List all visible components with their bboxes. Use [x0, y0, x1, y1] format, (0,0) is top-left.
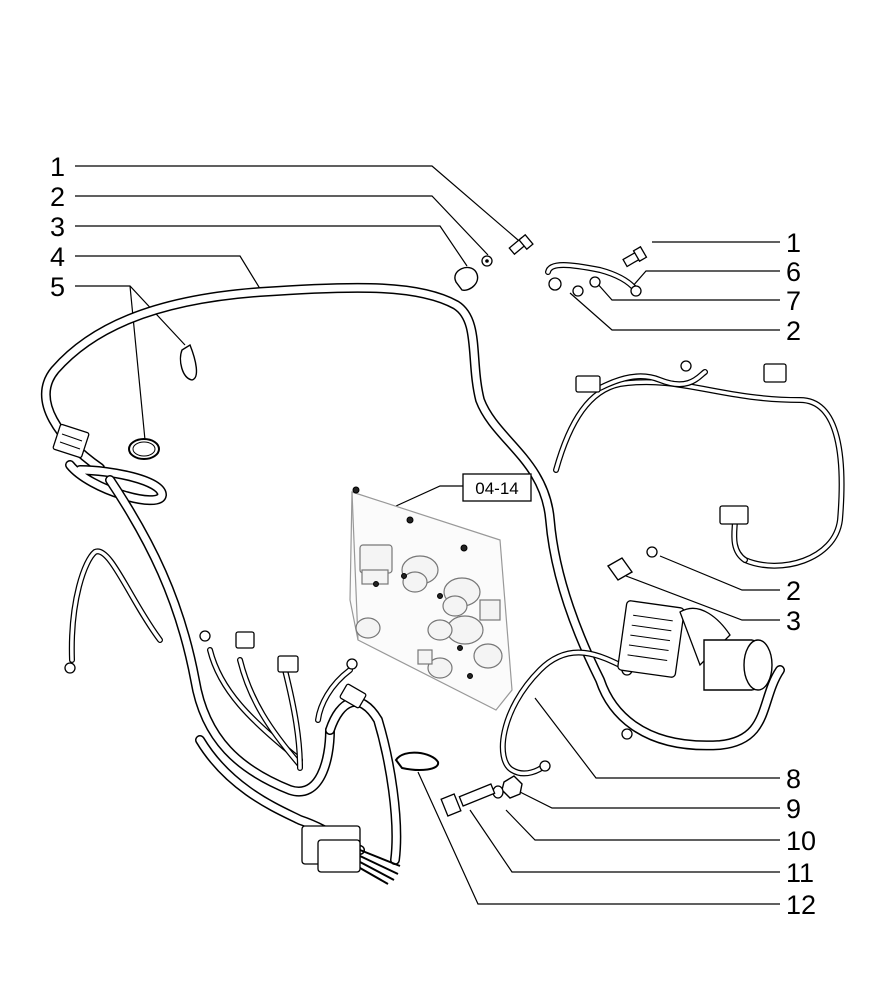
callout-left-1: 1: [50, 152, 65, 182]
cable-8: [499, 649, 633, 777]
callout-right-8: 8: [786, 764, 801, 794]
callout-left-4: 4: [50, 242, 65, 272]
callout-right-9: 9: [786, 794, 801, 824]
branch-wires: [199, 630, 358, 771]
callout-right-10: 10: [786, 826, 816, 856]
callout-right-12: 12: [786, 890, 816, 920]
leader-lines: [75, 165, 780, 905]
reference-box-label: 04-14: [475, 479, 518, 498]
connectors: [52, 360, 787, 885]
bolt-1: [508, 233, 534, 256]
ecu-connector: [617, 600, 773, 691]
callouts-right: 1 6 7 2 2 3 8 9 10 11 12: [786, 228, 816, 920]
callout-right-3: 3: [786, 606, 801, 636]
callout-left-2: 2: [50, 182, 65, 212]
callouts-left: 1 2 3 4 5: [50, 152, 65, 302]
control-board: [349, 486, 513, 711]
ground-wire: [64, 548, 163, 674]
reference-box: 04-14: [462, 473, 532, 502]
main-harness: [40, 282, 785, 865]
callout-right-1: 1: [786, 228, 801, 258]
small-parts: [128, 233, 658, 817]
callout-right-2a: 2: [786, 316, 801, 346]
callout-right-6: 6: [786, 257, 801, 287]
callout-right-11: 11: [786, 858, 814, 888]
callout-left-3: 3: [50, 212, 65, 242]
right-subharness: [553, 369, 845, 569]
callout-right-2b: 2: [786, 576, 801, 606]
callout-left-5: 5: [50, 272, 65, 302]
callout-right-7: 7: [786, 286, 801, 316]
bolt-11: [440, 783, 496, 817]
